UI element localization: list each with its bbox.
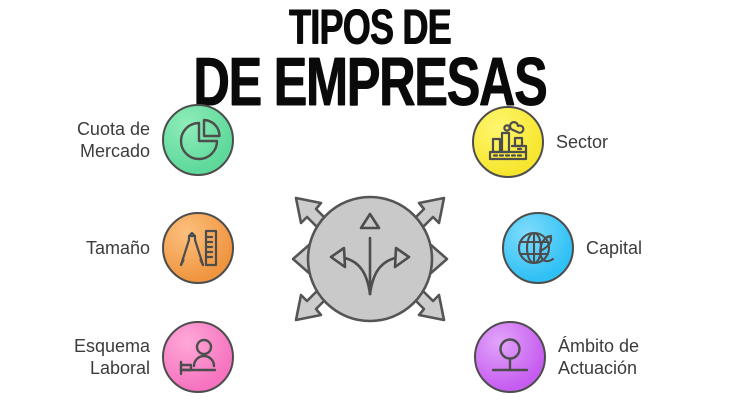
node-sector[interactable]: Sector — [472, 106, 712, 178]
pie-chart-icon — [179, 118, 221, 161]
node-label-tamano: Tamaño — [85, 238, 150, 258]
compass-ruler-icon — [179, 229, 218, 267]
node-label-cuota: Cuota de Mercado — [76, 119, 150, 161]
node-label-sector: Sector — [556, 132, 609, 152]
node-ambito-de-actuacion[interactable]: Ámbito de Actuación — [474, 321, 724, 393]
node-label-esquema: Esquema Laboral — [73, 336, 150, 378]
icon-bubble-ambito[interactable] — [474, 321, 546, 393]
node-label-capital: Capital — [586, 238, 643, 258]
icon-bubble-sector[interactable] — [472, 106, 544, 178]
factory-icon — [488, 121, 528, 161]
node-cuota-de-mercado[interactable]: Cuota de Mercado — [26, 104, 234, 176]
diverging-arrows-icon — [329, 212, 411, 296]
node-tamano[interactable]: Tamaño — [26, 212, 234, 284]
node-label-ambito: Ámbito de Actuación — [558, 336, 640, 378]
icon-bubble-cuota[interactable] — [162, 104, 234, 176]
title-line-2: DE EMPRESAS — [193, 43, 547, 120]
center-hub — [287, 176, 453, 342]
title-line-1: TIPOS DE — [289, 0, 452, 55]
globe-currency-icon — [517, 231, 555, 265]
person-desk-icon — [179, 338, 217, 376]
icon-bubble-tamano[interactable] — [162, 212, 234, 284]
page-title: TIPOS DE DE EMPRESAS — [0, 0, 740, 116]
node-capital[interactable]: Capital — [502, 212, 714, 284]
node-esquema-laboral[interactable]: Esquema Laboral — [26, 321, 234, 393]
icon-bubble-esquema[interactable] — [162, 321, 234, 393]
location-pin-icon — [491, 338, 529, 372]
icon-bubble-capital[interactable] — [502, 212, 574, 284]
